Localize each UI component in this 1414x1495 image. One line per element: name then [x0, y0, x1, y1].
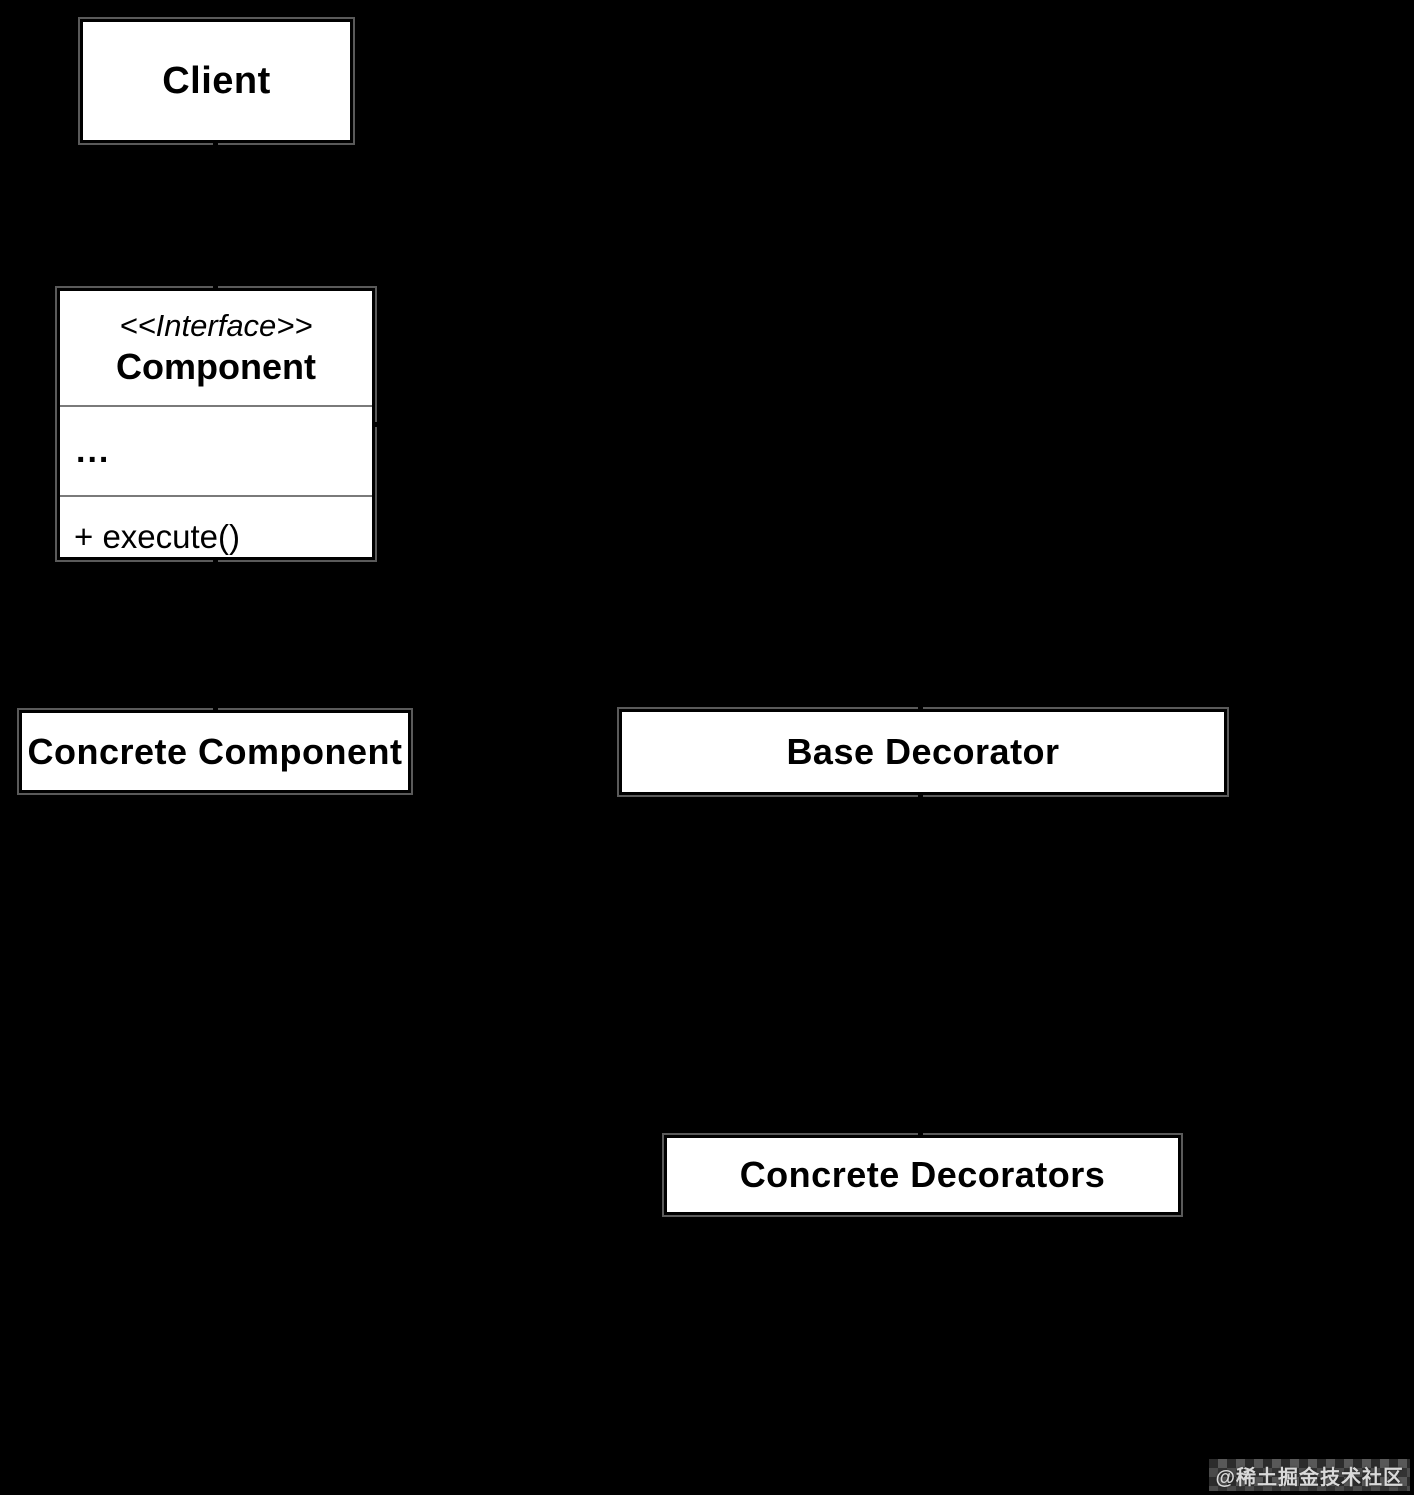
component-title-compartment: <<Interface>> Component: [60, 291, 372, 407]
client-to-component-line: [213, 141, 218, 291]
watermark-text: @稀土掘金技术社区: [1215, 1466, 1404, 1489]
concrete-decorators-class-box: Concrete Decorators: [662, 1133, 1183, 1217]
component-method-execute: + execute(): [74, 518, 240, 555]
client-class-box: Client: [78, 17, 355, 145]
concrete-decorators-to-base-decorator-line: [918, 793, 923, 1138]
component-interface-box: <<Interface>> Component ... + execute(): [55, 286, 377, 562]
component-stereotype: <<Interface>>: [119, 308, 313, 343]
base-decorator-to-component-line-vertical: [918, 424, 923, 712]
component-methods-compartment: + execute(): [60, 497, 372, 557]
concrete-component-class-box: Concrete Component: [17, 708, 413, 795]
watermark-badge: @稀土掘金技术社区: [1209, 1459, 1410, 1491]
client-class-name: Client: [162, 59, 271, 102]
concrete-component-class-name: Concrete Component: [27, 730, 403, 772]
component-class-name: Component: [116, 346, 316, 387]
base-decorator-to-component-line-horizontal: [375, 422, 920, 427]
base-decorator-class-name: Base Decorator: [786, 731, 1060, 772]
concrete-decorators-class-name: Concrete Decorators: [739, 1154, 1106, 1195]
concrete-component-to-component-line: [213, 558, 218, 713]
component-fields-compartment: ...: [60, 407, 372, 497]
component-fields-text: ...: [76, 431, 111, 470]
base-decorator-class-box: Base Decorator: [617, 707, 1229, 797]
